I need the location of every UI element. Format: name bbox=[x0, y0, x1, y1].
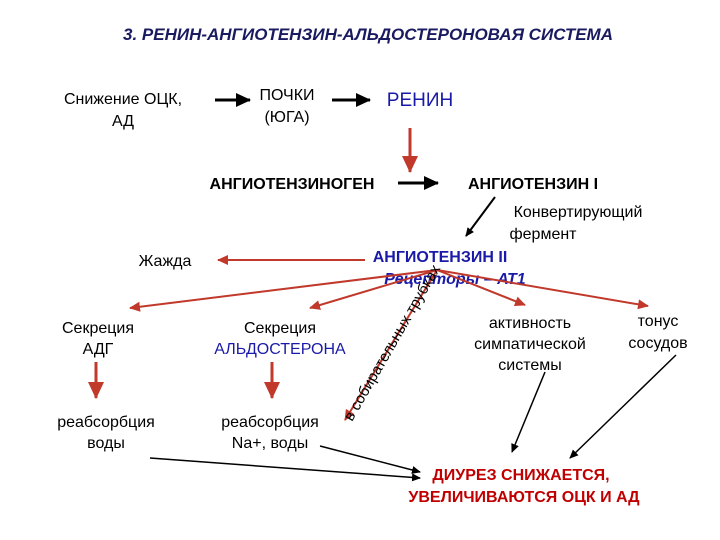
sympathetic-activity-label-3: системы bbox=[498, 357, 561, 374]
arrow-water-to-result bbox=[149, 457, 421, 482]
angiotensinogen-label: АНГИОТЕНЗИНОГЕН bbox=[210, 176, 375, 193]
bcv-decrease-label: Снижение ОЦК, bbox=[64, 91, 182, 108]
water-reabsorption-label-2: воды bbox=[87, 435, 125, 452]
water-reabsorption-label: реабсорбция bbox=[57, 414, 155, 431]
angiotensin-1-label: АНГИОТЕНЗИН I bbox=[468, 176, 598, 193]
adh-secretion-label-2: АДГ bbox=[83, 341, 114, 358]
adh-secretion-label: Секреция bbox=[62, 320, 134, 337]
arrow-to-adh bbox=[129, 269, 438, 312]
result-label-2: УВЕЛИЧИВАЮТСЯ ОЦК И АД bbox=[408, 489, 640, 506]
diagram-title: 3. РЕНИН-АНГИОТЕНЗИН-АЛЬДОСТЕРОНОВАЯ СИС… bbox=[123, 25, 613, 44]
aldosterone-secretion-label-2: АЛЬДОСТЕРОНА bbox=[214, 341, 346, 358]
kidneys-label: ПОЧКИ bbox=[259, 87, 314, 104]
angiotensin-2-label: АНГИОТЕНЗИН II bbox=[373, 249, 508, 266]
aldosterone-secretion-label: Секреция bbox=[244, 320, 316, 337]
sympathetic-activity-label-2: симпатической bbox=[474, 336, 586, 353]
ace-label-2: фермент bbox=[509, 226, 577, 243]
kidneys-label-2: (ЮГА) bbox=[264, 109, 309, 126]
bcv-decrease-label-2: АД bbox=[112, 113, 134, 130]
arrow-tone-to-result bbox=[569, 354, 677, 459]
arrow-to-collecting-ducts bbox=[344, 269, 438, 421]
renin-label: РЕНИН bbox=[387, 90, 453, 111]
arrow-to-vascular-tone bbox=[436, 269, 649, 310]
arrow-sympathetic-to-result bbox=[511, 371, 546, 453]
arrow-to-aldosterone bbox=[309, 269, 438, 310]
arrow-ang1-to-ang2 bbox=[465, 196, 496, 237]
thirst-label: Жажда bbox=[139, 253, 192, 270]
arrow-na-to-result bbox=[319, 445, 421, 474]
ace-label: Конвертирующий bbox=[514, 204, 643, 221]
vascular-tone-label: тонус bbox=[638, 313, 679, 330]
na-reabsorption-label-2: Na+, воды bbox=[232, 435, 308, 452]
result-label: ДИУРЕЗ СНИЖАЕТСЯ, bbox=[432, 467, 609, 484]
vascular-tone-label-2: сосудов bbox=[628, 335, 687, 352]
sympathetic-activity-label: активность bbox=[489, 315, 571, 332]
na-reabsorption-label: реабсорбция bbox=[221, 414, 319, 431]
arrow-to-sympathetic bbox=[436, 269, 526, 306]
